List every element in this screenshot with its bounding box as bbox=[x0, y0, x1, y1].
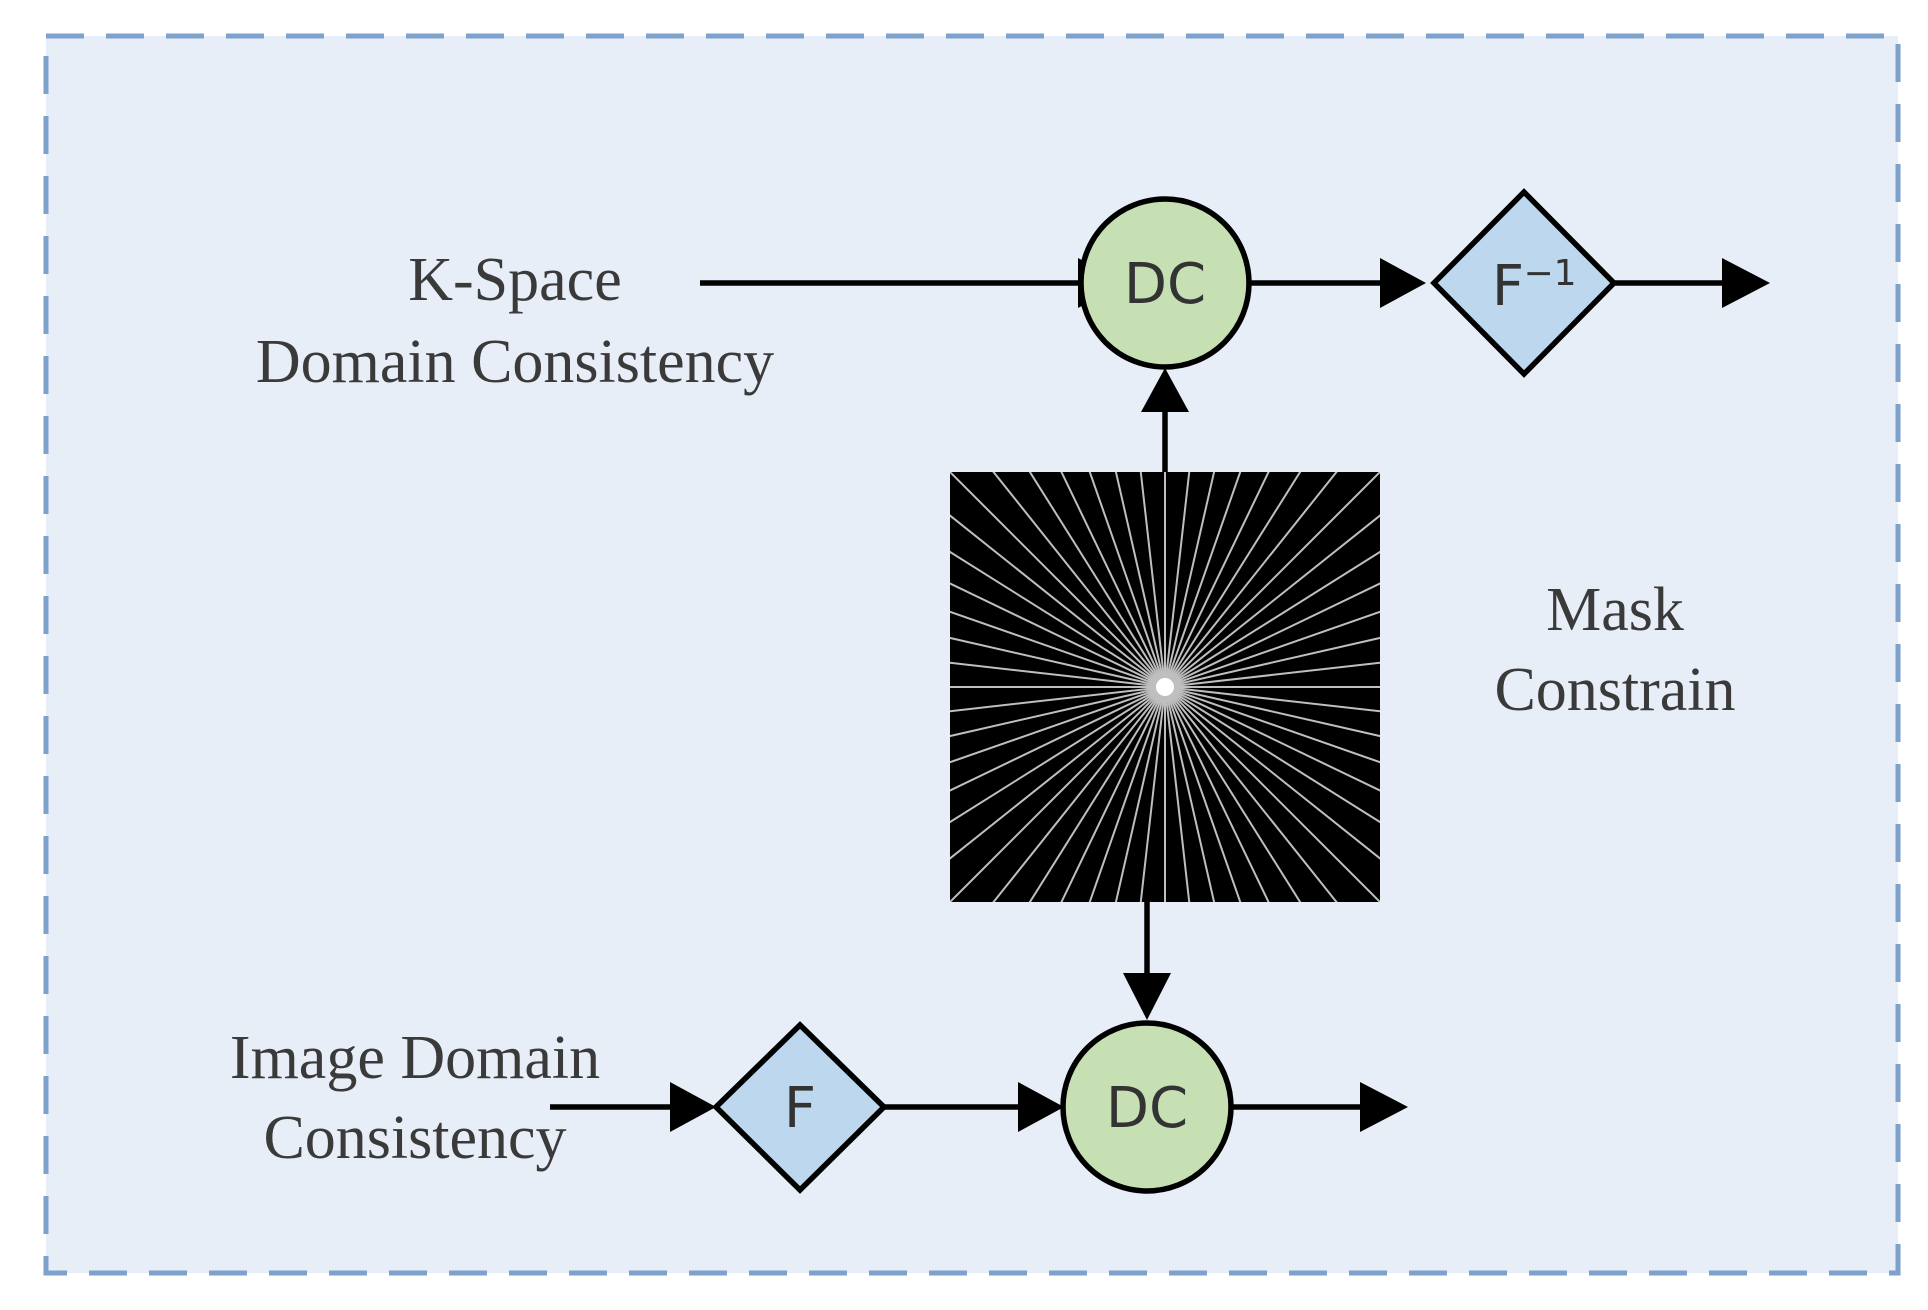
image-label-line1: Image Domain bbox=[230, 1024, 600, 1092]
arrowhead-mask-to-dc-bottom bbox=[1123, 973, 1171, 1020]
dc-node-image-label: DC bbox=[1106, 1076, 1188, 1141]
arrowhead-fourier-to-dc bbox=[1018, 1082, 1064, 1132]
arrowhead-dc-to-inverse-fourier bbox=[1380, 258, 1426, 308]
fourier-node: F bbox=[712, 1021, 888, 1194]
mask-label-line2: Constrain bbox=[1494, 656, 1735, 724]
arrowhead-inverse-fourier-output bbox=[1722, 258, 1770, 308]
dc-node-image: DC bbox=[1060, 1020, 1234, 1194]
arrowhead-dc-bottom-output bbox=[1360, 1082, 1408, 1132]
dc-node-kspace-label: DC bbox=[1124, 252, 1206, 317]
mask-label-line1: Mask bbox=[1546, 576, 1684, 644]
dc-node-kspace: DC bbox=[1078, 196, 1252, 370]
arrowhead-mask-to-dc-top bbox=[1141, 368, 1189, 412]
kspace-label-line1: K-Space bbox=[408, 246, 621, 314]
inverse-fourier-label: F bbox=[1492, 254, 1524, 319]
image-label-line2: Consistency bbox=[263, 1104, 566, 1172]
inverse-fourier-superscript: −1 bbox=[1523, 253, 1576, 294]
inverse-fourier-node: F −1 bbox=[1430, 188, 1618, 378]
arrowhead-image-to-fourier bbox=[670, 1082, 716, 1132]
fourier-label: F bbox=[784, 1076, 816, 1141]
kspace-label-line2: Domain Consistency bbox=[256, 328, 774, 396]
radial-sampling-mask bbox=[950, 472, 1380, 902]
